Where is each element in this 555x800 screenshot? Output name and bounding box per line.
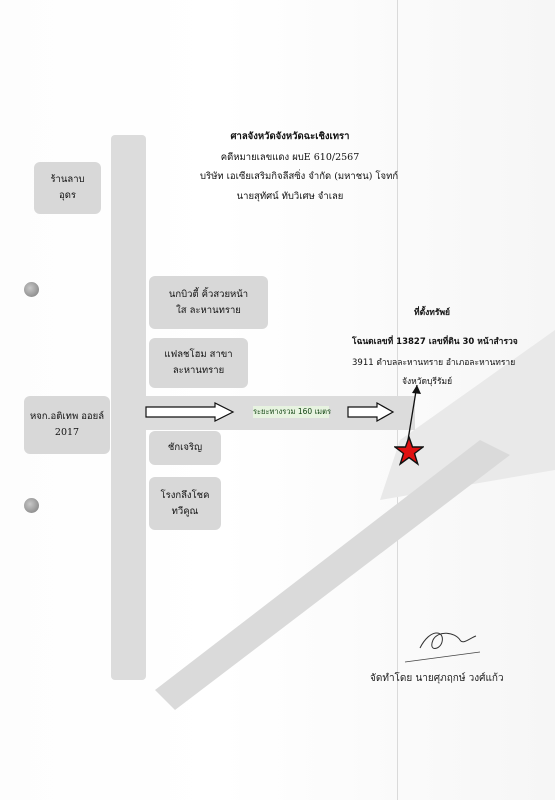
landmark-shop: ร้านลาบอุดร (34, 162, 101, 214)
distance-label: ระยะทางรวม 160 เมตร (253, 406, 331, 418)
landmark-chakcharoen: ชักเจริญ (149, 431, 221, 465)
property-location: 3911 ตำบลละหานทราย อำเภอละหานทราย (352, 358, 516, 368)
punch-hole-icon (24, 498, 39, 513)
star-icon (394, 436, 424, 466)
right-arrow-icon (145, 402, 235, 422)
court-name: ศาลจังหวัดจังหวัดฉะเชิงเทรา (230, 131, 350, 142)
prepared-by: จัดทำโดย นายศุภฤกษ์ วงศ์แก้ว (370, 673, 504, 684)
road-junction-area (380, 330, 555, 500)
property-deed: โฉนดเลขที่ 13827 เลขที่ดิน 30 หน้าสำรวจ (352, 337, 518, 347)
punch-hole-icon (24, 282, 39, 297)
property-province: จังหวัดบุรีรัมย์ (402, 377, 453, 387)
property-title: ที่ตั้งทรัพย์ (414, 308, 451, 318)
right-arrow-icon (347, 402, 395, 422)
defendant: นายสุทัศน์ ทับวิเศษ จำเลย (236, 191, 344, 202)
landmark-pharmacy: แฟลชโฮม สาขาละหานทราย (149, 338, 248, 388)
diagonal-road (155, 440, 510, 710)
case-number: คดีหมายเลขแดง ผบE 610/2567 (220, 152, 360, 163)
signature (404, 632, 481, 663)
landmark-rice-mill: โรงกลึงโชคทวีคูณ (149, 477, 221, 530)
plaintiff: บริษัท เอเซียเสริมกิจลีสซิ่ง จำกัด (มหาช… (200, 171, 399, 182)
landmark-salon: นกบิวตี้ คิ้วสวยหน้าใส ละหานทราย (149, 276, 268, 329)
landmark-partnership: หจก.อติเทพ ออยล์2017 (24, 396, 110, 454)
